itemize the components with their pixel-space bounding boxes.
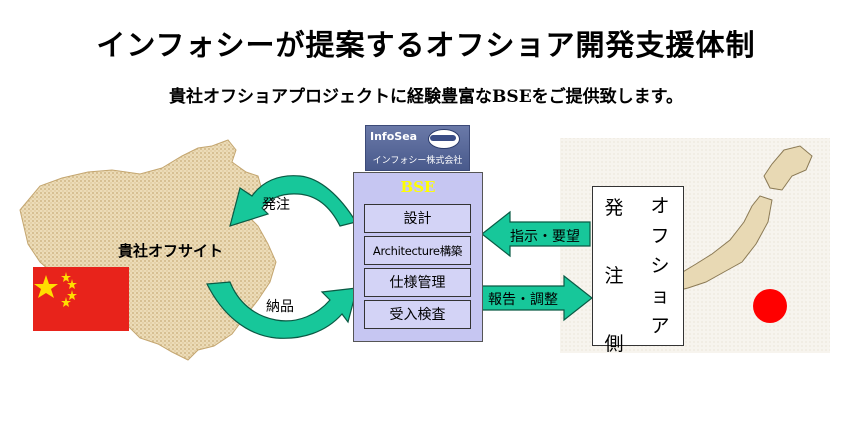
- report-label: 報告・調整: [488, 292, 558, 308]
- infosea-logo: InfoSea インフォシー株式会社: [365, 125, 470, 171]
- bse-box: BSE 設計 Architecture構築 仕様管理 受入検査: [353, 172, 483, 342]
- order-label: 発注: [262, 197, 290, 213]
- offshore-char: ア: [650, 315, 670, 337]
- offshore-label: オ フ シ ョ ア: [647, 191, 673, 341]
- bse-item-architecture: Architecture構築: [364, 236, 471, 265]
- ordering-side-label: 発 注 側: [601, 191, 627, 361]
- offshore-char: オ: [650, 195, 670, 217]
- page-title: インフォシーが提案するオフショア開発支援体制: [96, 28, 756, 62]
- bse-item-spec-management: 仕様管理: [364, 268, 471, 297]
- japan-flag: [753, 289, 787, 323]
- offshore-char: フ: [650, 225, 670, 247]
- bse-item-acceptance-test: 受入検査: [364, 300, 471, 329]
- instructions-label: 指示・要望: [510, 229, 580, 245]
- china-flag: [33, 267, 129, 331]
- ordering-side-char: 発: [604, 197, 624, 219]
- instructions-arrow: [481, 210, 591, 258]
- ordering-side-box: 発 注 側 オ フ シ ョ ア: [592, 186, 684, 355]
- offshore-char: シ: [650, 255, 670, 277]
- ordering-side-char: 注: [604, 265, 624, 287]
- offshore-char: ョ: [650, 285, 670, 307]
- ordering-side-char: 側: [604, 333, 624, 355]
- delivery-curve-arrow: [206, 281, 358, 339]
- logo-name: InfoSea: [370, 130, 418, 143]
- order-curve-arrow: [229, 175, 357, 227]
- client-offsite-label: 貴社オフサイト: [118, 242, 224, 260]
- logo-company: インフォシー株式会社: [372, 156, 463, 166]
- report-arrow: [481, 274, 593, 322]
- delivery-label: 納品: [266, 299, 294, 315]
- logo-emblem-band: [430, 135, 456, 141]
- bse-item-design: 設計: [364, 204, 471, 233]
- bse-title: BSE: [400, 178, 436, 196]
- page-subtitle: 貴社オフショアプロジェクトに経験豊富なBSEをご提供致します。: [169, 87, 683, 107]
